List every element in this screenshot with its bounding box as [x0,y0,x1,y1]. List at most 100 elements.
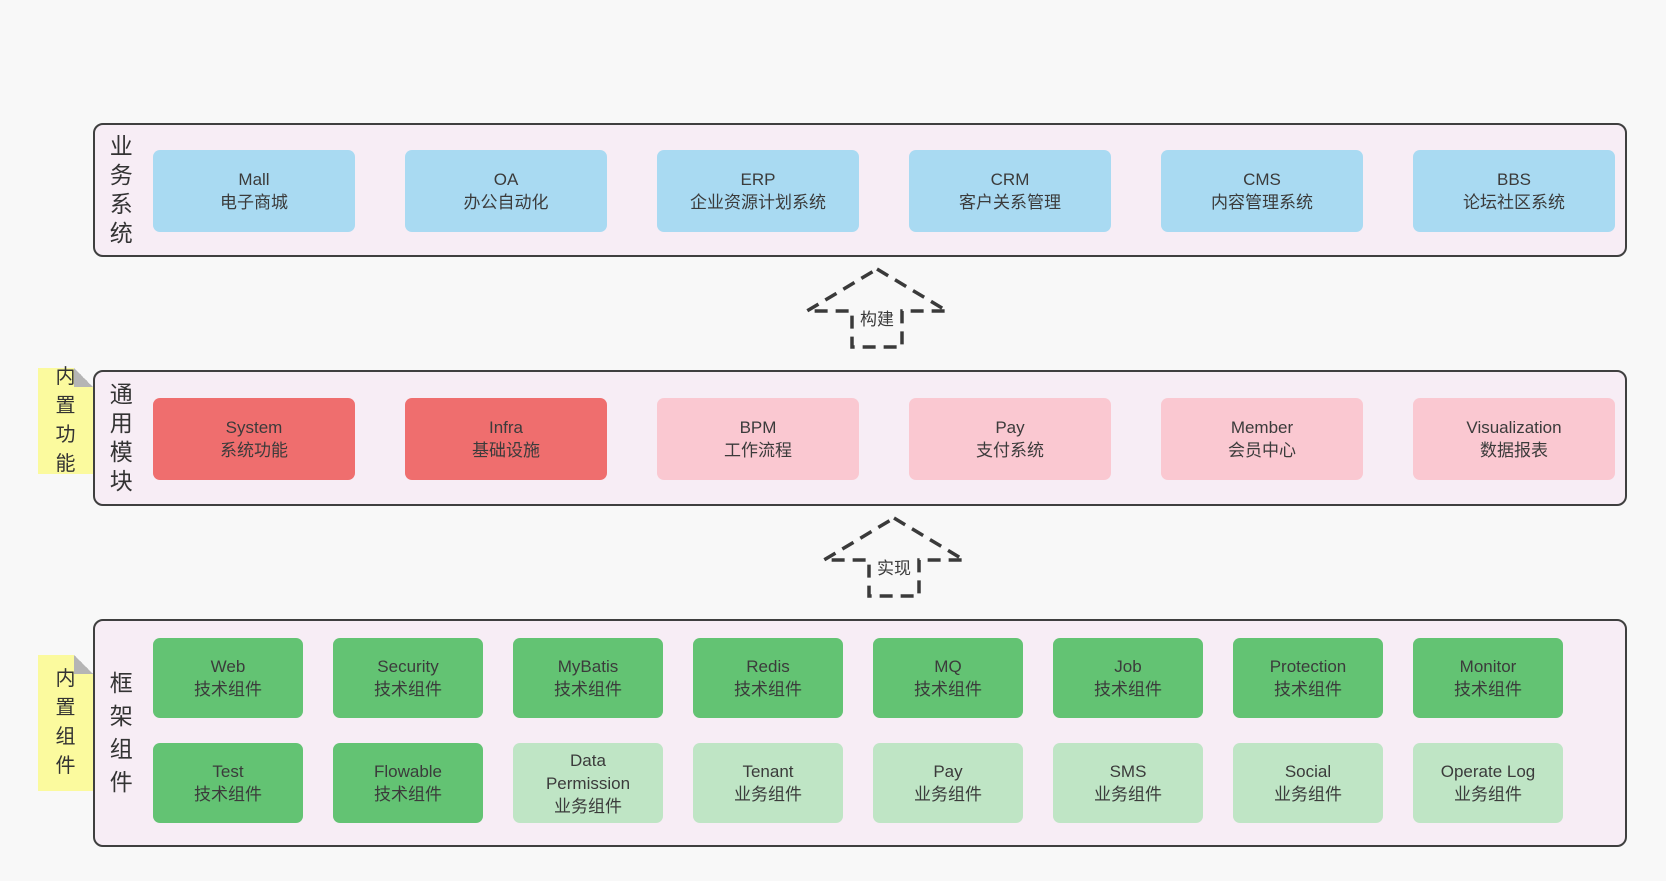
box-subtitle: 数据报表 [1480,441,1548,460]
box-title: Visualization [1466,418,1562,437]
box-title: Mall [238,170,270,189]
box-tenant: Tenant 业务组件 [693,743,843,823]
box-pay-component: Pay 业务组件 [873,743,1023,823]
box-infra: Infra 基础设施 [405,398,607,480]
box-subtitle: 系统功能 [220,441,288,460]
box-title: CMS [1243,170,1281,189]
box-operate-log: Operate Log 业务组件 [1413,743,1563,823]
box-protection: Protection 技术组件 [1233,638,1383,718]
folded-corner-icon [74,368,93,387]
box-title: Web [210,657,246,676]
arrow-up-implement: 实现 [821,515,967,599]
band-label-text: 通用模块 [109,381,133,494]
box-member: Member 会员中心 [1161,398,1363,480]
box-sms: SMS 业务组件 [1053,743,1203,823]
box-title: Member [1230,418,1294,437]
band-label-text: 业务系统 [109,133,133,246]
box-bbs: BBS 论坛社区系统 [1413,150,1615,232]
box-subtitle: 内容管理系统 [1211,193,1313,212]
box-mybatis: MyBatis 技术组件 [513,638,663,718]
box-web: Web 技术组件 [153,638,303,718]
box-test: Test 技术组件 [153,743,303,823]
box-subtitle: 基础设施 [472,441,540,460]
box-subtitle: 业务组件 [554,796,622,816]
box-oa: OA 办公自动化 [405,150,607,232]
box-subtitle: 技术组件 [914,680,982,699]
box-title: Tenant [742,762,794,781]
box-social: Social 业务组件 [1233,743,1383,823]
box-subtitle: 技术组件 [374,680,442,699]
box-security: Security 技术组件 [333,638,483,718]
box-subtitle: 技术组件 [554,680,622,699]
box-subtitle: 业务组件 [914,785,982,804]
box-title: Social [1284,762,1332,781]
box-title: Flowable [373,762,443,781]
box-subtitle: 会员中心 [1228,441,1296,460]
dashed-up-arrow-icon [821,515,967,598]
box-subtitle: 业务组件 [1454,785,1522,804]
box-monitor: Monitor 技术组件 [1413,638,1563,718]
band-label-text: 框架组件 [109,670,133,795]
box-title: Pay [933,762,963,781]
box-title: BBS [1496,170,1532,189]
box-title: Security [377,657,439,676]
band-modules-label: 通用模块 [108,372,134,504]
folded-corner-icon [74,655,93,674]
arrow-implement-label: 实现 [873,553,915,580]
box-subtitle: 技术组件 [374,785,442,804]
sticky-note-builtin-components: 内置组件 [38,655,93,791]
box-title: Protection [1269,657,1347,676]
box-title: SMS [1109,762,1147,781]
box-bpm: BPM 工作流程 [657,398,859,480]
box-subtitle: 客户关系管理 [959,193,1061,212]
box-crm: CRM 客户关系管理 [909,150,1111,232]
box-subtitle: 技术组件 [734,680,802,699]
box-subtitle: 技术组件 [1094,680,1162,699]
box-subtitle: 工作流程 [724,441,792,460]
band-framework-label: 框架组件 [108,621,134,845]
box-visualization: Visualization 数据报表 [1413,398,1615,480]
modules-boxes-row: System 系统功能 Infra 基础设施 BPM 工作流程 Pay 支付系统… [153,398,1615,480]
box-title: System [225,418,283,437]
box-system: System 系统功能 [153,398,355,480]
box-subtitle: 论坛社区系统 [1463,193,1565,212]
band-business-label: 业务系统 [108,125,134,255]
box-title: CRM [990,170,1030,189]
box-subtitle: 技术组件 [194,785,262,804]
box-mall: Mall 电子商城 [153,150,355,232]
box-erp: ERP 企业资源计划系统 [657,150,859,232]
box-subtitle: 办公自动化 [463,193,549,212]
box-title: Test [212,762,244,781]
box-subtitle: 技术组件 [1454,680,1522,699]
band-common-modules: 通用模块 System 系统功能 Infra 基础设施 BPM 工作流程 Pay… [93,370,1627,506]
box-subtitle: 技术组件 [1274,680,1342,699]
box-title: BPM [739,418,777,437]
framework-row-2: Test 技术组件 Flowable 技术组件 Data Permission … [153,743,1563,823]
box-title: ERP [740,170,776,189]
box-title: Infra [488,418,524,437]
box-subtitle: 电子商城 [220,193,288,212]
band-framework-components: 框架组件 Web 技术组件 Security 技术组件 MyBatis 技术组件… [93,619,1627,847]
box-job: Job 技术组件 [1053,638,1203,718]
box-data-permission: Data Permission 业务组件 [513,743,663,823]
box-subtitle: 支付系统 [976,441,1044,460]
box-title: MQ [934,657,962,676]
business-boxes-row: Mall 电子商城 OA 办公自动化 ERP 企业资源计划系统 CRM 客户关系… [153,150,1615,232]
framework-row-1: Web 技术组件 Security 技术组件 MyBatis 技术组件 Redi… [153,638,1563,718]
sticky-note-builtin-features: 内置功能 [38,366,93,475]
box-title: Redis [746,657,790,676]
box-pay-module: Pay 支付系统 [909,398,1111,480]
box-title: Pay [995,418,1025,437]
box-mq: MQ 技术组件 [873,638,1023,718]
box-title: Monitor [1459,657,1517,676]
dashed-up-arrow-icon [804,266,950,349]
box-subtitle: 业务组件 [1094,785,1162,804]
arrow-build-label: 构建 [856,304,898,331]
box-subtitle: 业务组件 [734,785,802,804]
box-flowable: Flowable 技术组件 [333,743,483,823]
box-title: Data Permission [545,750,631,793]
band-business-systems: 业务系统 Mall 电子商城 OA 办公自动化 ERP 企业资源计划系统 CRM… [93,123,1627,257]
box-cms: CMS 内容管理系统 [1161,150,1363,232]
sticky-text: 内置功能 [55,366,76,475]
